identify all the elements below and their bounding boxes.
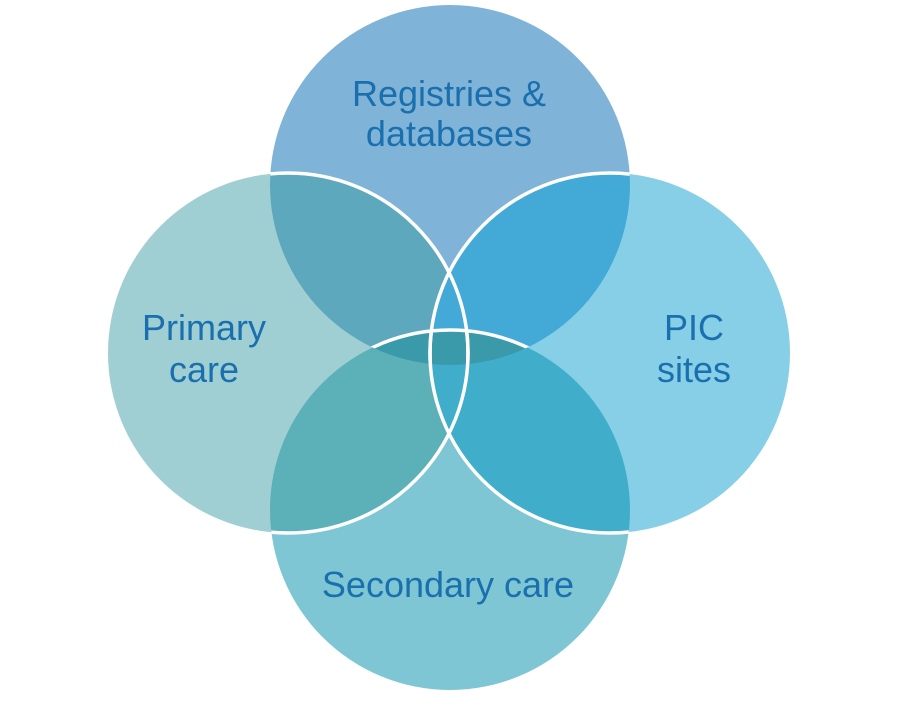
label-primary: Primary	[142, 307, 266, 348]
label-registries: Registries &	[352, 73, 546, 114]
label-care: care	[169, 349, 239, 390]
label-pic: PIC	[664, 307, 724, 348]
overlap-center	[270, 330, 630, 365]
label-databases: databases	[366, 113, 532, 154]
outline-left-in-bottom	[270, 330, 470, 535]
outline-bottom-in-top	[270, 328, 630, 365]
label-secondary-care: Secondary care	[322, 564, 574, 605]
outline-right-in-bottom	[428, 330, 630, 535]
label-sites: sites	[657, 349, 731, 390]
